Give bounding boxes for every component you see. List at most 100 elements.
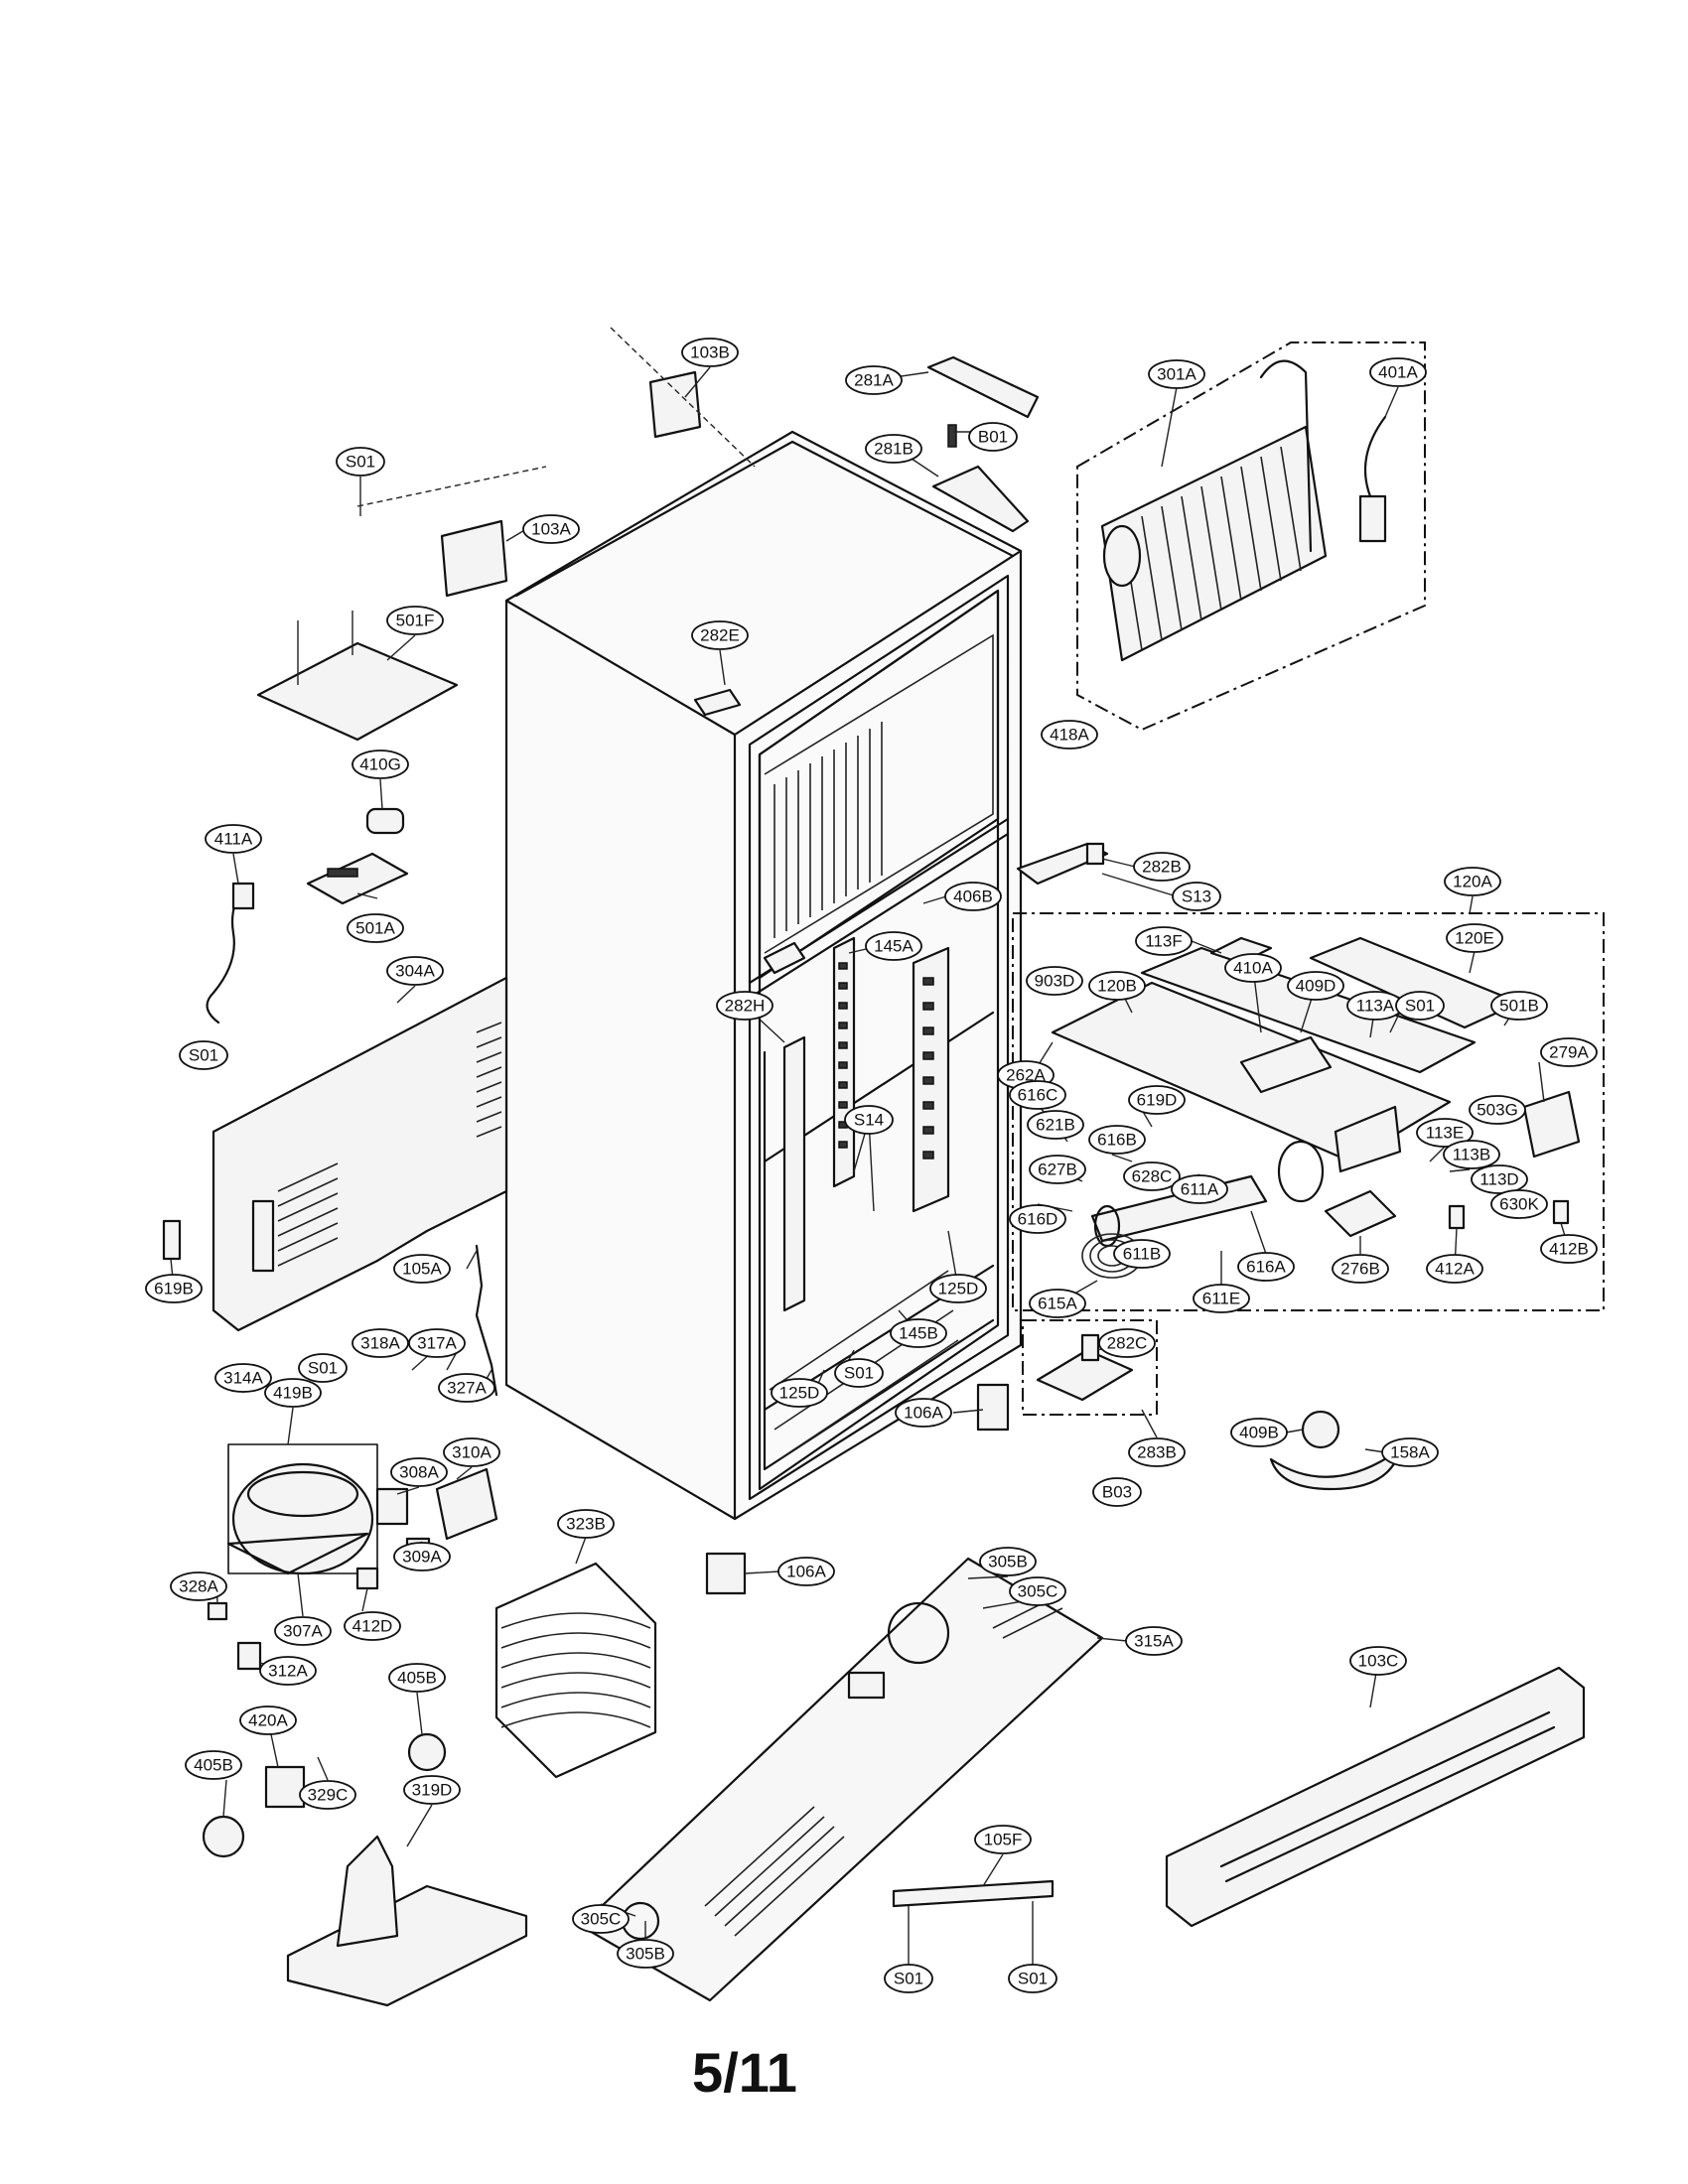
control-box-103b bbox=[610, 327, 756, 468]
svg-text:281A: 281A bbox=[854, 371, 894, 390]
callout-s01: S01 bbox=[1008, 1964, 1057, 1993]
fan-motor-420a bbox=[202, 1732, 447, 1858]
svg-text:903D: 903D bbox=[1035, 972, 1075, 991]
callout-120b: 120B bbox=[1088, 971, 1146, 1001]
svg-text:405B: 405B bbox=[194, 1756, 233, 1775]
callout-labels: 103B 281A 301A 401A S01 B01 281B 103A 50… bbox=[145, 338, 1598, 1993]
callout-503g: 503G bbox=[1469, 1095, 1526, 1125]
callout-113a: 113A bbox=[1346, 991, 1404, 1021]
callout-113f: 113F bbox=[1135, 926, 1193, 956]
callout-310a: 310A bbox=[443, 1437, 500, 1467]
sensor-401a bbox=[1358, 415, 1387, 543]
svg-text:113D: 113D bbox=[1479, 1170, 1518, 1189]
callout-411a: 411A bbox=[205, 824, 262, 854]
cover-310a bbox=[435, 1467, 498, 1541]
svg-text:501A: 501A bbox=[355, 919, 395, 938]
callout-611b: 611B bbox=[1113, 1239, 1171, 1269]
svg-text:125D: 125D bbox=[938, 1280, 979, 1298]
svg-text:120B: 120B bbox=[1097, 977, 1137, 996]
svg-text:103C: 103C bbox=[1358, 1652, 1399, 1671]
callout-304a: 304A bbox=[386, 956, 444, 986]
page-number: 5/11 bbox=[692, 2041, 797, 2104]
svg-text:419B: 419B bbox=[273, 1384, 313, 1403]
svg-text:282H: 282H bbox=[725, 997, 766, 1016]
callout-305c: 305C bbox=[572, 1904, 630, 1934]
callout-319d: 319D bbox=[403, 1775, 461, 1805]
svg-text:317A: 317A bbox=[417, 1334, 457, 1353]
lamp-409b bbox=[1269, 1410, 1402, 1491]
evaporator-301a bbox=[1076, 341, 1426, 732]
callout-401a: 401A bbox=[1369, 357, 1427, 387]
callout-s01: S01 bbox=[336, 447, 385, 477]
callout-s01: S01 bbox=[834, 1358, 884, 1388]
svg-text:305C: 305C bbox=[1018, 1582, 1058, 1601]
svg-text:103A: 103A bbox=[531, 520, 571, 539]
callout-158a: 158A bbox=[1381, 1437, 1439, 1467]
svg-text:405B: 405B bbox=[397, 1669, 437, 1688]
control-box-103a bbox=[356, 466, 547, 598]
svg-text:125D: 125D bbox=[779, 1384, 820, 1403]
svg-text:411A: 411A bbox=[214, 830, 253, 849]
callout-419b: 419B bbox=[264, 1378, 322, 1408]
cord-clamp-619b bbox=[162, 1219, 182, 1261]
callout-412b: 412B bbox=[1540, 1234, 1598, 1264]
callout-305b: 305B bbox=[979, 1547, 1037, 1576]
svg-text:305C: 305C bbox=[581, 1910, 622, 1929]
callout-611e: 611E bbox=[1193, 1284, 1250, 1313]
callout-s01: S01 bbox=[298, 1353, 348, 1383]
relay-308a bbox=[375, 1487, 409, 1526]
svg-text:103B: 103B bbox=[690, 343, 730, 362]
svg-text:309A: 309A bbox=[402, 1548, 442, 1567]
svg-text:S01: S01 bbox=[844, 1364, 874, 1383]
svg-text:412D: 412D bbox=[352, 1617, 393, 1636]
callout-283b: 283B bbox=[1128, 1437, 1186, 1467]
callout-103c: 103C bbox=[1349, 1646, 1407, 1676]
svg-text:113A: 113A bbox=[1356, 997, 1395, 1016]
callout-328a: 328A bbox=[170, 1571, 227, 1601]
callout-406b: 406B bbox=[944, 882, 1002, 911]
callout-903d: 903D bbox=[1026, 966, 1083, 996]
callout-282c: 282C bbox=[1098, 1328, 1156, 1358]
svg-text:401A: 401A bbox=[1378, 363, 1418, 382]
svg-text:145B: 145B bbox=[899, 1324, 938, 1343]
svg-text:611A: 611A bbox=[1181, 1180, 1219, 1199]
callout-314a: 314A bbox=[214, 1363, 272, 1393]
svg-text:308A: 308A bbox=[399, 1463, 439, 1482]
callout-305c: 305C bbox=[1009, 1576, 1066, 1606]
callout-145a: 145A bbox=[865, 931, 922, 961]
callout-315a: 315A bbox=[1125, 1626, 1183, 1656]
svg-text:611E: 611E bbox=[1202, 1290, 1240, 1308]
svg-text:145A: 145A bbox=[874, 937, 914, 956]
hinge-281b bbox=[931, 424, 1030, 533]
callout-106a: 106A bbox=[777, 1557, 835, 1586]
tube-105a bbox=[475, 1244, 498, 1397]
svg-text:281B: 281B bbox=[874, 440, 914, 459]
callout-501b: 501B bbox=[1490, 991, 1548, 1021]
hinge-cover-281a bbox=[926, 355, 1040, 419]
callout-410g: 410G bbox=[352, 750, 409, 779]
svg-text:327A: 327A bbox=[447, 1379, 487, 1398]
callout-418a: 418A bbox=[1041, 720, 1098, 750]
svg-text:619D: 619D bbox=[1137, 1091, 1178, 1110]
svg-text:113E: 113E bbox=[1426, 1124, 1464, 1143]
callout-412a: 412A bbox=[1426, 1254, 1483, 1284]
callout-616b: 616B bbox=[1088, 1125, 1146, 1155]
svg-text:120A: 120A bbox=[1453, 873, 1492, 891]
callout-113d: 113D bbox=[1471, 1164, 1528, 1194]
hinge-282b bbox=[1016, 842, 1109, 886]
svg-text:318A: 318A bbox=[360, 1334, 400, 1353]
svg-text:105A: 105A bbox=[402, 1260, 442, 1279]
callout-616d: 616D bbox=[1009, 1204, 1066, 1234]
callout-410a: 410A bbox=[1224, 953, 1282, 983]
callout-615a: 615A bbox=[1029, 1289, 1086, 1318]
svg-text:621B: 621B bbox=[1036, 1116, 1075, 1135]
callout-627b: 627B bbox=[1029, 1155, 1086, 1184]
callout-103a: 103A bbox=[522, 514, 580, 544]
svg-text:616B: 616B bbox=[1097, 1131, 1137, 1150]
svg-text:307A: 307A bbox=[283, 1622, 323, 1641]
svg-text:323B: 323B bbox=[566, 1515, 606, 1534]
callout-307a: 307A bbox=[274, 1616, 332, 1646]
base-panel-315a bbox=[579, 1557, 1104, 2002]
relay-410g bbox=[365, 807, 405, 835]
